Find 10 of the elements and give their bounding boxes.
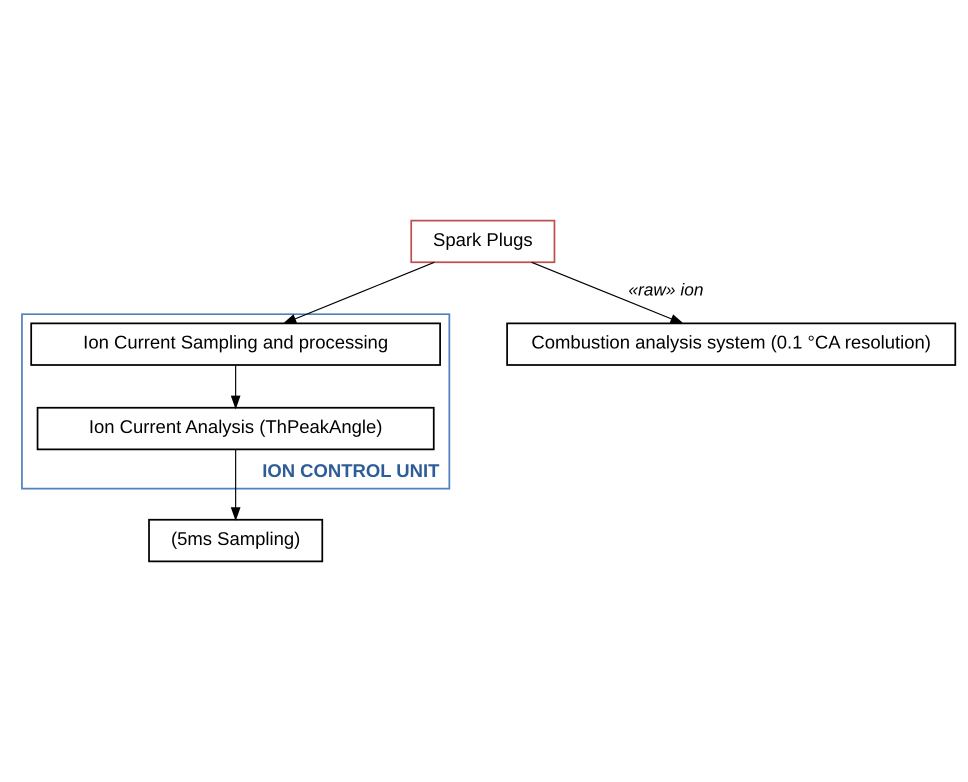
edge-label: «raw» ion [628, 280, 704, 300]
arrow [230, 365, 240, 410]
node-box: (5ms Sampling) [148, 518, 324, 562]
arrow [531, 262, 684, 324]
node-box: Ion Current Analysis (ThPeakAngle) [36, 406, 435, 450]
node-box: Combustion analysis system (0.1 °CA resolution) [506, 322, 956, 366]
node-box: Spark Plugs [410, 220, 556, 264]
arrow [230, 450, 240, 522]
arrow [282, 262, 435, 324]
node-box: Ion Current Sampling and processing [30, 322, 441, 366]
